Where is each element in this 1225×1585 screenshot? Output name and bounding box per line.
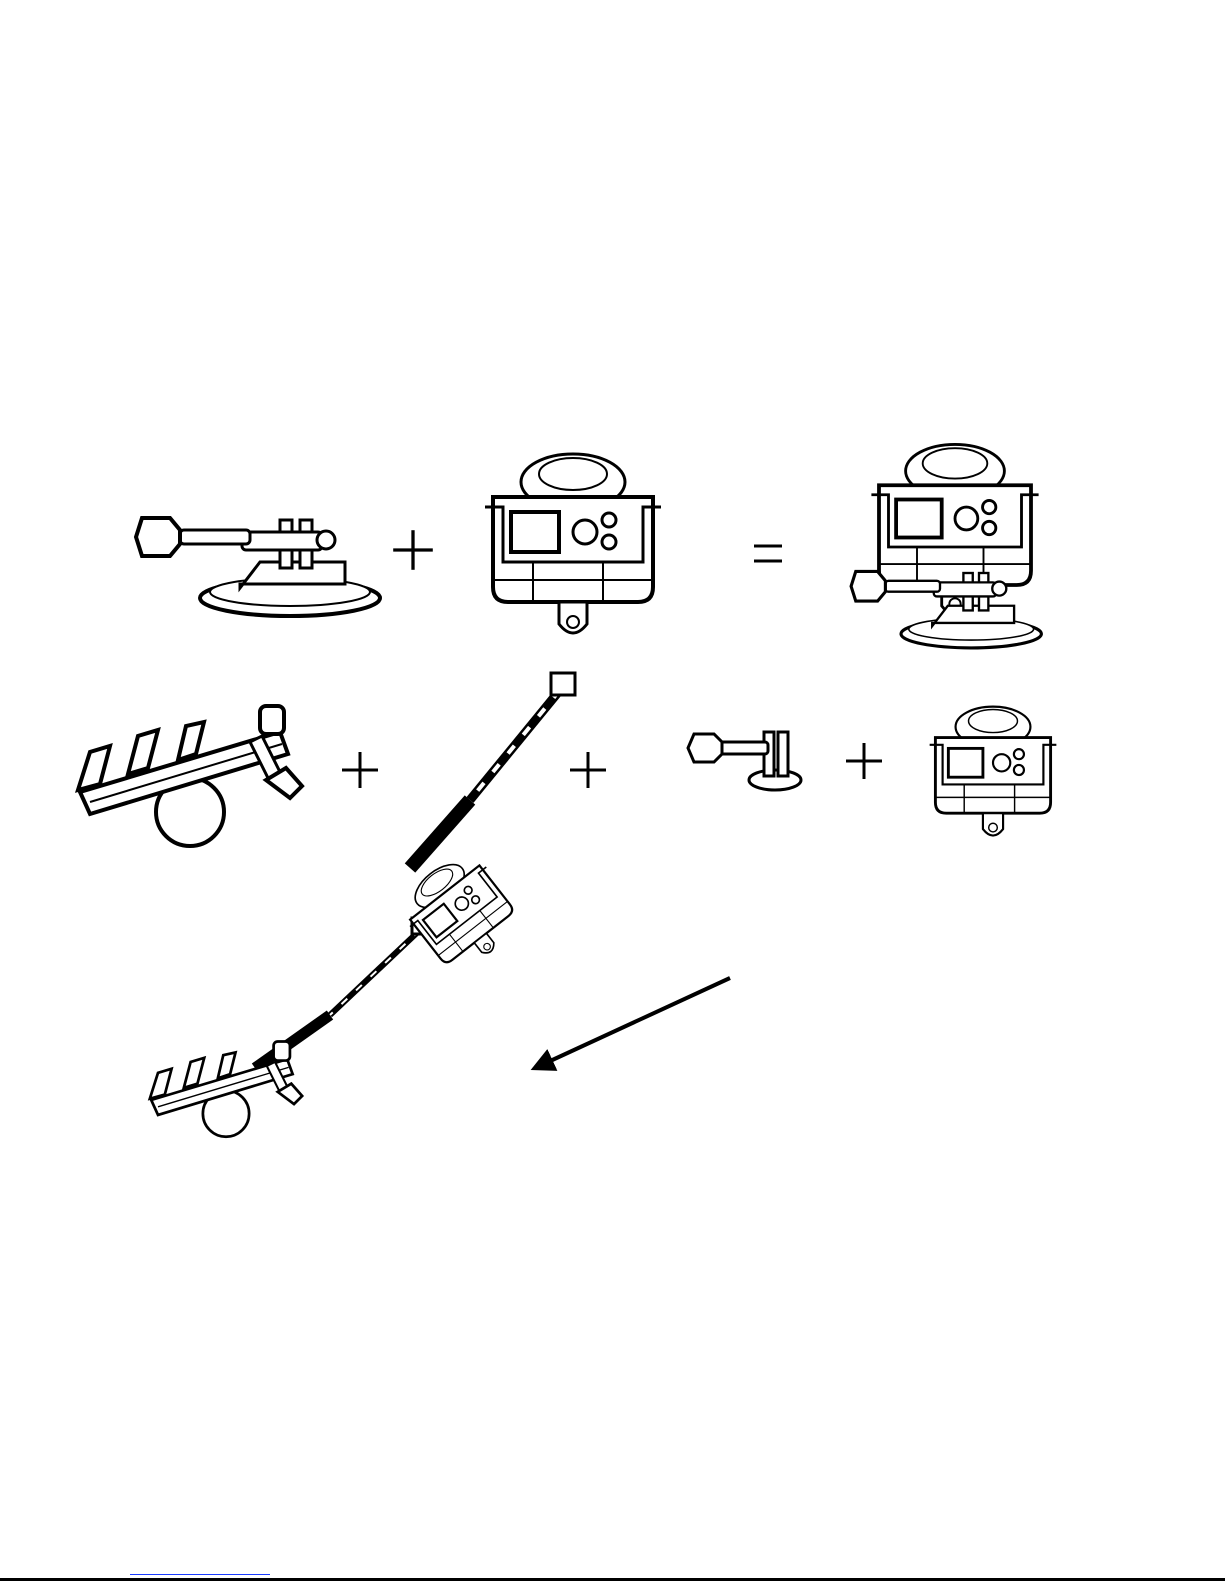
equals-sign (754, 546, 782, 561)
direction-arrow (535, 978, 730, 1068)
camera-with-frame (930, 707, 1057, 836)
plus-sign (846, 743, 882, 779)
camera-on-suction-mount (851, 444, 1041, 647)
camera-on-pole-with-clamp (150, 844, 529, 1137)
tripod-adapter (688, 732, 801, 790)
camera-with-frame (485, 454, 661, 633)
page-bottom-rule (0, 1578, 1225, 1581)
extension-pole (410, 673, 575, 868)
handlebar-clamp (78, 706, 302, 846)
plus-sign (342, 752, 378, 788)
suction-cup-mount (136, 518, 380, 616)
plus-sign (570, 752, 606, 788)
footer-link-underline (130, 1574, 270, 1575)
plus-sign (393, 530, 433, 570)
